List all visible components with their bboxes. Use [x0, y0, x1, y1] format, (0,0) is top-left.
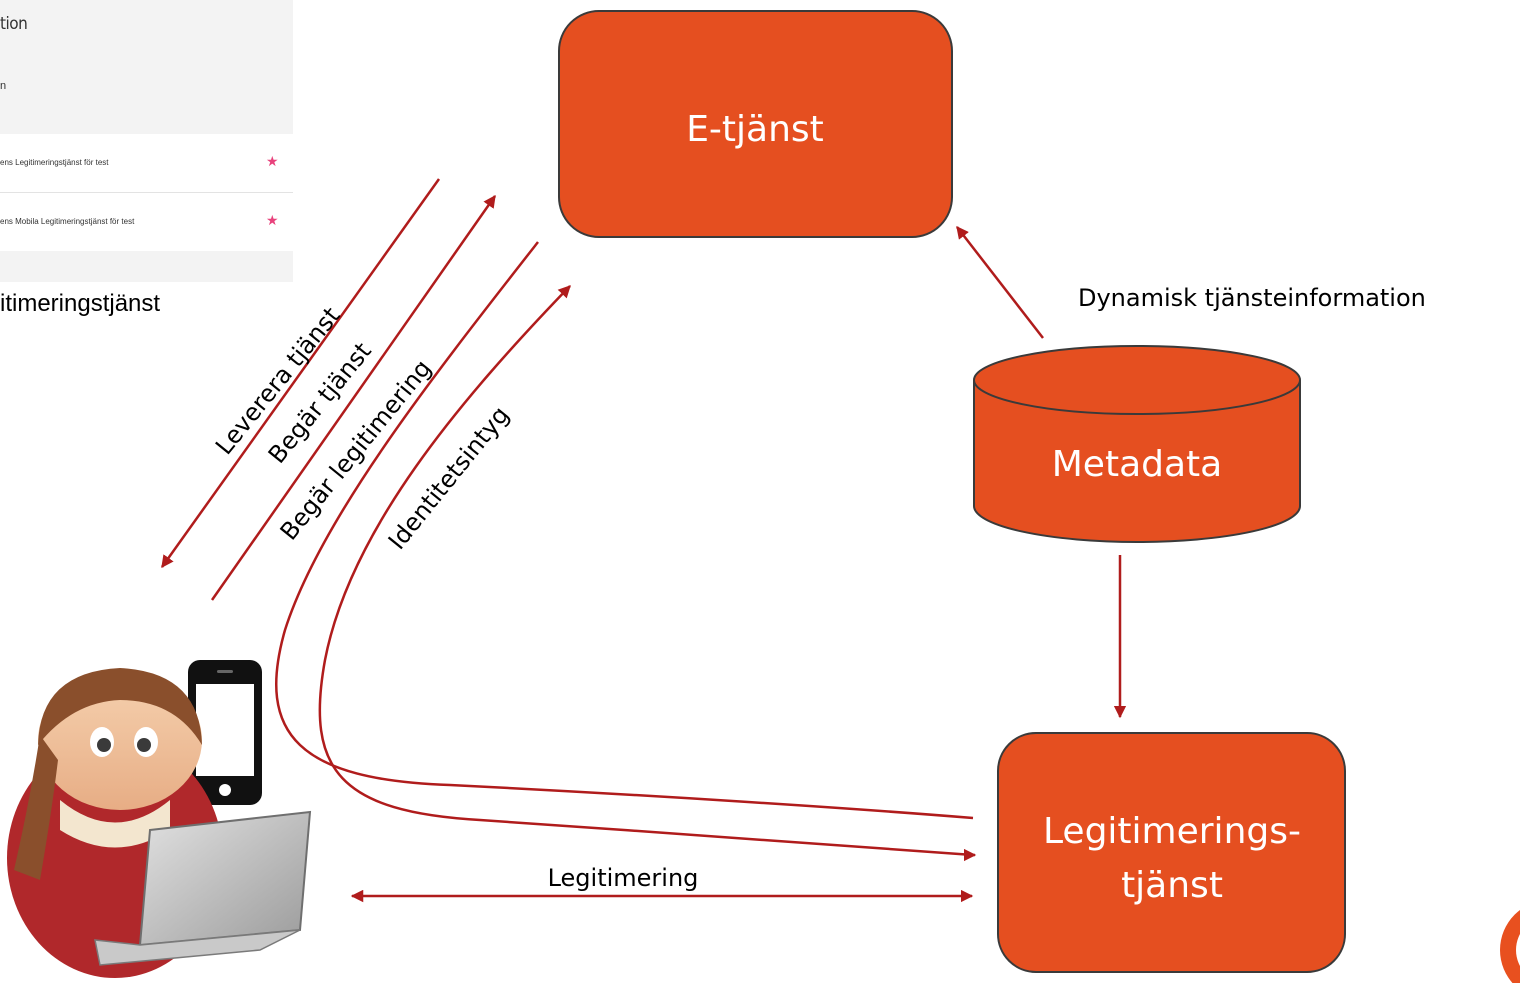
- idp-list-item[interactable]: ens Legitimeringstjänst för test ★: [0, 134, 293, 193]
- star-icon[interactable]: ★: [266, 153, 279, 169]
- panel-subtitle: n: [0, 80, 7, 92]
- metadata-node: [973, 345, 1301, 543]
- authentication-label: Legitimering: [548, 864, 699, 892]
- row-divider: [0, 192, 293, 193]
- logo-icon: [1500, 910, 1520, 983]
- request-auth-arrow: [275, 241, 974, 820]
- idp-list: ens Legitimeringstjänst för test ★ ens M…: [0, 134, 293, 251]
- idp-selection-panel: tion n ens Legitimeringstjänst för test …: [0, 0, 293, 282]
- panel-caption: itimeringstjänst: [0, 290, 161, 317]
- dynamic-info-arrow: [956, 226, 1044, 339]
- idp-item-label: ens Mobila Legitimeringstjänst för test: [0, 217, 135, 226]
- dynamic-info-label: Dynamisk tjänsteinformation: [1078, 284, 1426, 312]
- panel-title: tion: [0, 14, 28, 34]
- idp-list-item[interactable]: ens Mobila Legitimeringstjänst för test …: [0, 193, 293, 251]
- assertion-arrow: [318, 285, 974, 857]
- request-service-arrow: [210, 194, 497, 601]
- metadata-label: Metadata: [1052, 444, 1222, 485]
- user-with-laptop-icon: [7, 668, 312, 978]
- star-icon[interactable]: ★: [266, 212, 279, 228]
- eservice-node: [558, 10, 953, 238]
- smartphone-icon: [188, 660, 262, 805]
- deliver-service-arrow: [160, 178, 441, 569]
- idp-item-label: ens Legitimeringstjänst för test: [0, 158, 109, 167]
- idp-label-line1: Legitimerings-: [1043, 811, 1301, 852]
- idp-label-line2: tjänst: [1121, 865, 1223, 906]
- idp-node: [997, 732, 1346, 973]
- eservice-label: E-tjänst: [686, 109, 824, 150]
